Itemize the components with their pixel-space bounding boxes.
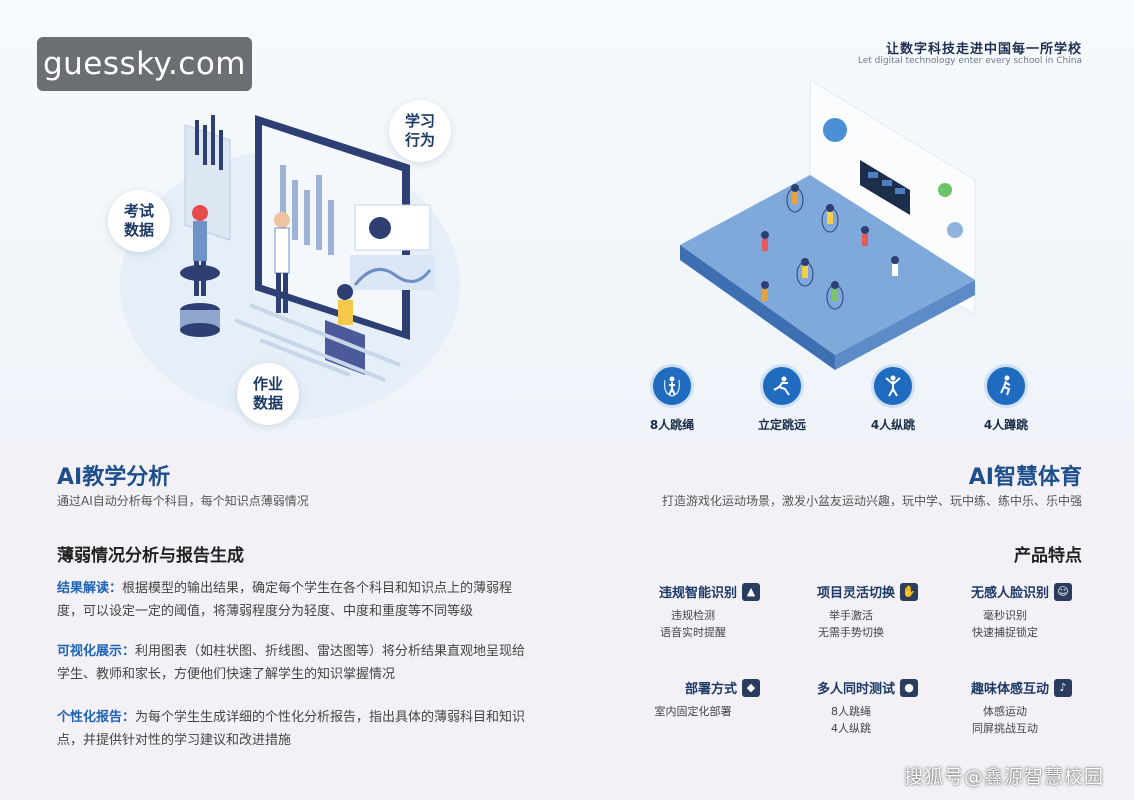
ai-pe-subtitle: 打造游戏化运动场景，激发小盆友运动兴趣，玩中学、玩中练、练中乐、乐中强 [661,494,1082,508]
long-jump-icon [760,364,804,408]
motion-icon: ♪ [1054,678,1072,697]
bottom-background [0,440,1134,800]
feature-desc: 体感运动 [983,705,1027,718]
face-scan-icon: ☺ [1054,582,1072,601]
ai-pe-title: AI智慧体育 [968,465,1082,490]
slogan-chinese: 让数字科技走进中国每一所学校 [885,42,1082,57]
paragraph-text: 为每个学生生成详细的个性化分析报告，指出具体的薄弱科目和知识点，并提供针对性的学… [57,710,526,748]
paragraph-text: 根据模型的输出结果，确定每个学生在各个科目和知识点上的薄弱程度，可以设定一定的阈… [57,581,513,619]
feature-desc: 8人跳绳 [831,705,871,718]
feature-desc: 违规检测 [671,609,715,622]
sport-squat-jump: 4人蹲跳 [951,364,1061,433]
product-features-heading: 产品特点 [1014,546,1082,566]
feature-desc: 无需手势切换 [818,626,884,639]
pe-room-graphic [680,79,976,370]
feature-face-recognition: 无感人脸识别 ☺ 毫秒识别快速捕捉锁定 [962,582,1072,641]
feature-title: 违规智能识别 [658,586,737,601]
analytics-scene-graphic [120,115,460,420]
sport-label: 4人纵跳 [870,418,916,432]
feature-violation-detection: 违规智能识别 ▲ 违规检测语音实时提醒 [650,582,760,641]
feature-desc: 同屏挑战互动 [972,722,1038,735]
feature-title: 趣味体感互动 [970,682,1049,697]
visualization-paragraph: 可视化展示：利用图表（如柱状图、折线图、雷达图等）将分析结果直观地呈现给学生、教… [57,640,532,686]
feature-title: 多人同时测试 [816,682,895,697]
feature-title: 无感人脸识别 [970,586,1049,601]
homework-data-bubble: 作业 数据 [237,363,299,425]
feature-motion-interaction: 趣味体感互动 ♪ 体感运动同屏挑战互动 [962,678,1072,737]
paragraph-key: 个性化报告： [57,710,136,725]
vertical-jump-icon [871,364,915,408]
jump-rope-icon [650,364,694,408]
feature-title: 部署方式 [684,682,737,697]
sport-label: 8人跳绳 [649,418,695,432]
slogan-english: Let digital technology enter every schoo… [857,56,1082,66]
feature-desc: 室内固定化部署 [654,705,732,718]
sport-long-jump: 立定跳远 [727,364,837,433]
feature-desc: 举手激活 [829,609,873,622]
sport-label: 立定跳远 [757,418,806,432]
paragraph-text: 利用图表（如柱状图、折线图、雷达图等）将分析结果直观地呈现给学生、教师和家长，方… [57,644,526,682]
teaching-analytics-illustration: 学习 行为 考试 数据 作业 数据 [100,95,480,430]
feature-multi-person: 多人同时测试 ● 8人跳绳 4人纵跳 [808,678,918,737]
group-icon: ● [900,678,918,697]
feature-desc: 毫秒识别 [983,609,1027,622]
box-icon: ◆ [742,678,760,697]
weakness-analysis-heading: 薄弱情况分析与报告生成 [57,546,244,566]
ai-teaching-title: AI教学分析 [57,465,171,490]
paragraph-key: 可视化展示： [57,644,136,659]
sohu-watermark: 搜狐号@鑫源智慧校园 [903,766,1104,788]
site-watermark: guessky.com [37,37,252,91]
smart-pe-illustration [640,79,1000,380]
raise-hand-icon: ✋ [900,582,918,601]
paragraph-key: 结果解读： [57,581,123,596]
feature-project-switch: 项目灵活切换 ✋ 举手激活无需手势切换 [808,582,918,641]
sport-jump-rope: 8人跳绳 [617,364,727,433]
sport-label: 4人蹲跳 [983,418,1029,432]
feature-desc: 4人纵跳 [831,722,871,735]
squat-jump-icon [984,364,1028,408]
personalized-report-paragraph: 个性化报告：为每个学生生成详细的个性化分析报告，指出具体的薄弱科目和知识点，并提… [57,706,532,752]
feature-title: 项目灵活切换 [816,586,895,601]
alert-icon: ▲ [742,582,760,601]
result-interpretation-paragraph: 结果解读：根据模型的输出结果，确定每个学生在各个科目和知识点上的薄弱程度，可以设… [57,577,532,623]
learning-behavior-bubble: 学习 行为 [389,100,451,162]
feature-deployment: 部署方式 ◆ 室内固定化部署 [650,678,760,720]
ai-teaching-subtitle: 通过AI自动分析每个科目，每个知识点薄弱情况 [57,494,309,508]
feature-desc: 语音实时提醒 [660,626,726,639]
sport-vertical-jump: 4人纵跳 [838,364,948,433]
exam-data-bubble: 考试 数据 [108,190,170,252]
feature-desc: 快速捕捉锁定 [972,626,1038,639]
